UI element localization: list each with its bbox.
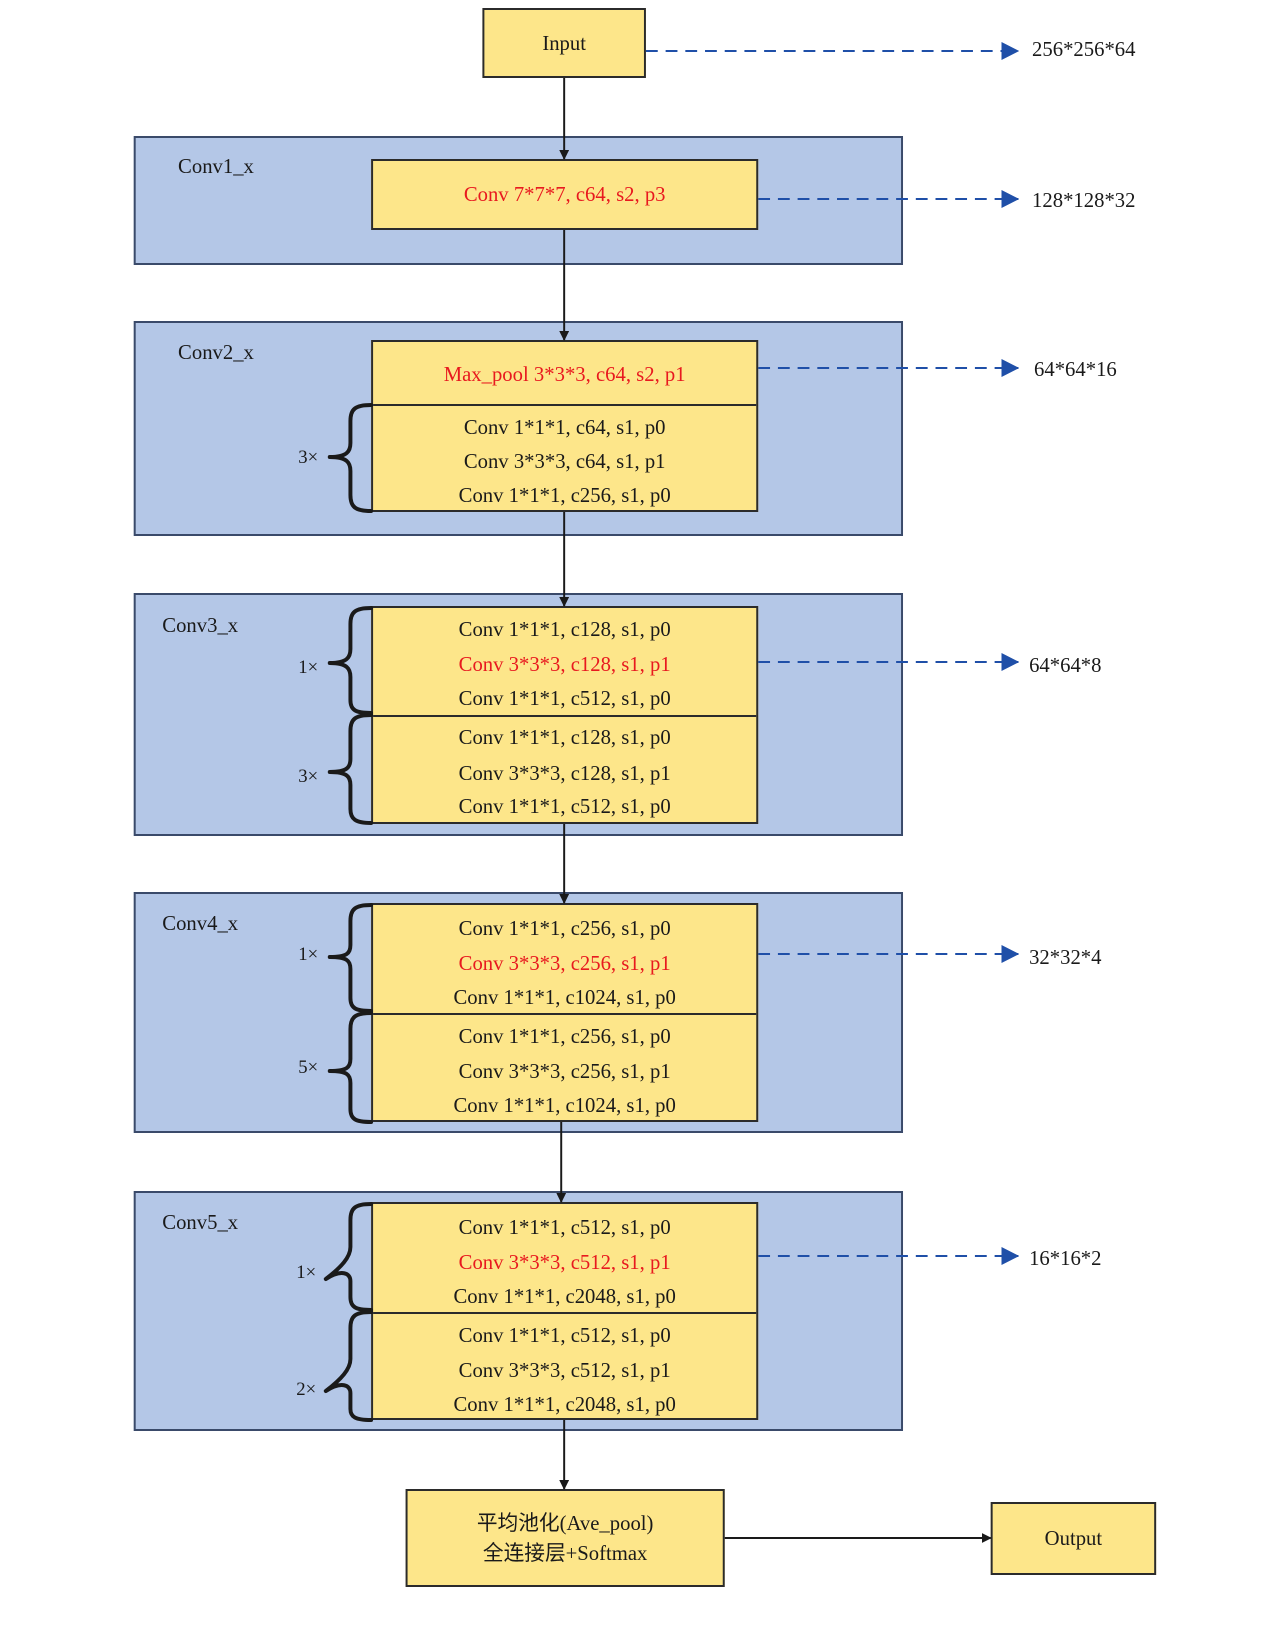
conv5-b1-row-2: Conv 3*3*3, c512, s1, p1: [458, 1250, 671, 1274]
conv2-label: Conv2_x: [178, 340, 254, 364]
input-box: Input: [482, 8, 646, 78]
conv3-repeat-1: 1×: [298, 657, 319, 678]
conv5-label: Conv5_x: [162, 1210, 239, 1234]
conv4-b1-row-2: Conv 3*3*3, c256, s1, p1: [458, 951, 671, 975]
output-box: Output: [990, 1502, 1157, 1575]
conv4-box: Conv 1*1*1, c256, s1, p0 Conv 3*3*3, c25…: [371, 903, 759, 1122]
conv3-label: Conv3_x: [162, 613, 239, 637]
conv5-b2-row-1: Conv 1*1*1, c512, s1, p0: [458, 1323, 671, 1347]
conv4-repeat-2: 5×: [298, 1057, 319, 1078]
conv5-b1-row-3: Conv 1*1*1, c2048, s1, p0: [453, 1284, 676, 1308]
conv3-b2-row-2: Conv 3*3*3, c128, s1, p1: [458, 761, 671, 785]
conv2-row-1: Conv 1*1*1, c64, s1, p0: [463, 415, 666, 439]
conv4-b2-row-2: Conv 3*3*3, c256, s1, p1: [458, 1059, 671, 1083]
conv1-box: Conv 7*7*7, c64, s2, p3: [371, 159, 759, 230]
conv2-pool-row: Max_pool 3*3*3, c64, s2, p1: [443, 362, 686, 386]
conv3-b1-row-2: Conv 3*3*3, c128, s1, p1: [458, 652, 671, 676]
conv5-b2-row-2: Conv 3*3*3, c512, s1, p1: [458, 1358, 671, 1382]
conv2-box: Max_pool 3*3*3, c64, s2, p1 Conv 1*1*1, …: [371, 340, 759, 512]
dim-label-conv3: 64*64*8: [1029, 653, 1102, 677]
conv4-b1-row-1: Conv 1*1*1, c256, s1, p0: [458, 916, 671, 940]
conv2-repeat: 3×: [298, 447, 319, 468]
conv3-b1-row-3: Conv 1*1*1, c512, s1, p0: [458, 686, 671, 710]
dim-label-conv4: 32*32*4: [1029, 945, 1102, 969]
conv4-separator: [373, 1013, 757, 1015]
conv2-row-2: Conv 3*3*3, c64, s1, p1: [463, 449, 666, 473]
conv4-repeat-1: 1×: [298, 944, 319, 965]
conv3-box: Conv 1*1*1, c128, s1, p0 Conv 3*3*3, c12…: [371, 606, 759, 824]
dim-label-input: 256*256*64: [1032, 37, 1136, 61]
dim-label-conv2: 64*64*16: [1034, 357, 1117, 381]
conv4-label: Conv4_x: [162, 911, 239, 935]
conv3-b1-row-1: Conv 1*1*1, c128, s1, p0: [458, 617, 671, 641]
conv3-b2-row-1: Conv 1*1*1, c128, s1, p0: [458, 725, 671, 749]
dim-label-conv5: 16*16*2: [1029, 1246, 1102, 1270]
conv2-separator: [373, 404, 757, 406]
conv1-row: Conv 7*7*7, c64, s2, p3: [463, 182, 666, 206]
conv2-row-3: Conv 1*1*1, c256, s1, p0: [458, 483, 671, 507]
conv5-separator: [373, 1312, 757, 1314]
conv5-box: Conv 1*1*1, c512, s1, p0 Conv 3*3*3, c51…: [371, 1202, 759, 1420]
conv3-separator: [373, 715, 757, 717]
head-line-2: 全连接层+Softmax: [482, 1541, 648, 1565]
output-label: Output: [1044, 1526, 1103, 1550]
conv4-b2-row-3: Conv 1*1*1, c1024, s1, p0: [453, 1093, 676, 1117]
head-box: 平均池化(Ave_pool) 全连接层+Softmax: [405, 1489, 725, 1587]
conv3-b2-row-3: Conv 1*1*1, c512, s1, p0: [458, 794, 671, 818]
conv1-label: Conv1_x: [178, 154, 254, 178]
conv5-repeat-1: 1×: [296, 1262, 317, 1283]
head-line-1: 平均池化(Ave_pool): [476, 1511, 654, 1535]
input-label: Input: [542, 30, 586, 55]
conv3-repeat-2: 3×: [298, 766, 319, 787]
conv5-b2-row-3: Conv 1*1*1, c2048, s1, p0: [453, 1392, 676, 1416]
conv4-b2-row-1: Conv 1*1*1, c256, s1, p0: [458, 1024, 671, 1048]
conv5-b1-row-1: Conv 1*1*1, c512, s1, p0: [458, 1215, 671, 1239]
dim-label-conv1: 128*128*32: [1032, 188, 1136, 212]
conv4-b1-row-3: Conv 1*1*1, c1024, s1, p0: [453, 985, 676, 1009]
conv5-repeat-2: 2×: [296, 1379, 317, 1400]
